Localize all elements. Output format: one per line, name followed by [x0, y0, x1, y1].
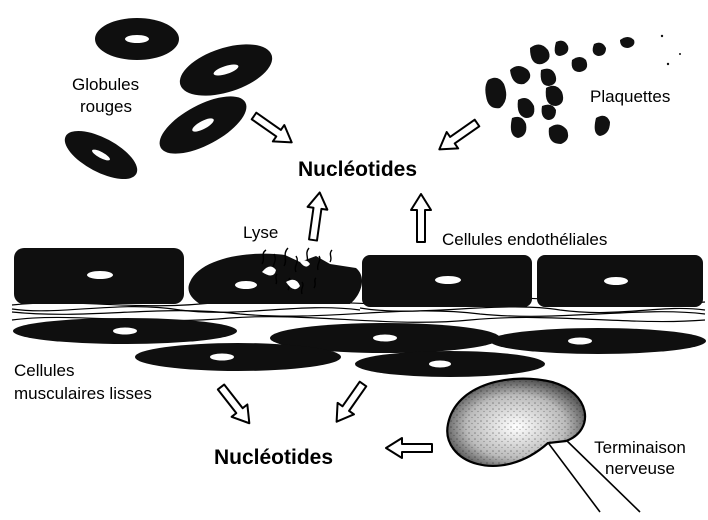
label-terminaison-line2: nerveuse: [580, 458, 700, 479]
arrow-globules-to-nucleotides: [248, 108, 297, 151]
label-terminaison-line1: Terminaison: [580, 437, 700, 458]
label-muscle-line1: Cellules: [14, 360, 74, 381]
endothelial-cell: [14, 248, 184, 304]
red-blood-cell: [95, 18, 179, 60]
label-lyse: Lyse: [243, 222, 278, 243]
smooth-muscle-cell: [13, 318, 237, 344]
label-globules-line1: Globules: [72, 74, 139, 95]
label-nucleotides-bottom: Nucléotides: [214, 446, 333, 470]
smooth-muscle-cell: [135, 343, 341, 371]
smooth-muscle-cell: [355, 351, 545, 377]
label-globules-line2: rouges: [80, 96, 132, 117]
arrow-nerve-to-nucleotides: [386, 438, 432, 458]
arrow-muscle-to-nucleotides: [328, 378, 371, 427]
label-endotheliales: Cellules endothéliales: [442, 229, 607, 250]
arrow-muscle-to-nucleotides: [213, 381, 257, 430]
arrow-lyse-to-nucleotides: [303, 191, 329, 241]
red-blood-cell: [174, 34, 279, 106]
red-blood-cell: [151, 85, 255, 165]
smooth-muscle-cell: [490, 328, 706, 354]
arrow-plaquettes-to-nucleotides: [434, 115, 483, 158]
endothelial-cell: [362, 255, 532, 307]
red-blood-cell: [58, 121, 145, 189]
label-muscle-line2: musculaires lisses: [14, 383, 152, 404]
endothelial-cell: [537, 255, 703, 307]
label-plaquettes: Plaquettes: [590, 86, 670, 107]
arrow-endothelial-to-nucleotides: [411, 194, 431, 242]
label-nucleotides-top: Nucléotides: [298, 158, 417, 182]
